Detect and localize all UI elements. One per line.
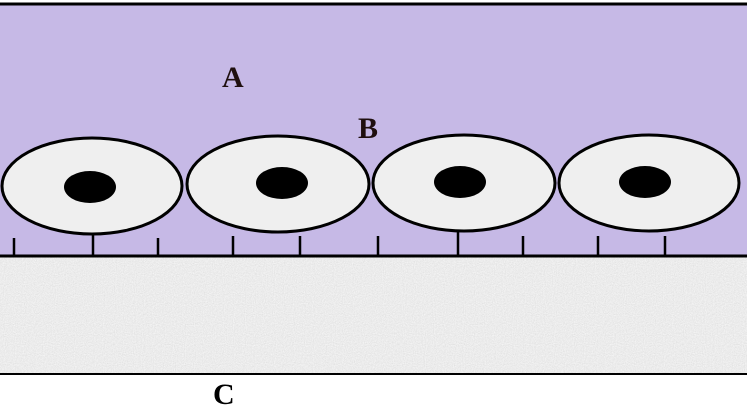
cell: [371, 133, 557, 233]
cell-nucleus: [434, 166, 486, 198]
label-a: A: [222, 61, 244, 94]
cell-nucleus: [256, 167, 308, 199]
substrate-region: [0, 257, 747, 373]
cell-nucleus: [64, 171, 116, 203]
label-b: B: [358, 112, 379, 145]
attachment-ticks: [12, 232, 667, 255]
cell: [185, 134, 371, 234]
cell: [557, 133, 741, 233]
cell-nucleus: [619, 166, 671, 198]
label-c: C: [213, 378, 235, 411]
cell: [0, 136, 184, 236]
